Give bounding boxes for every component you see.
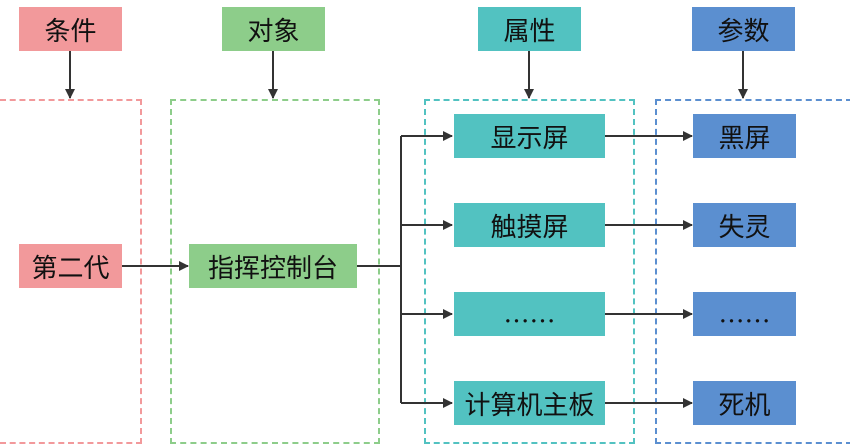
condition-header: 条件 — [19, 7, 122, 51]
attribute-node-4: 计算机主板 — [454, 381, 605, 425]
parameter-node-2: 失灵 — [693, 203, 796, 247]
attribute-node-3: …… — [454, 292, 605, 336]
attribute-node-2: 触摸屏 — [454, 203, 605, 247]
parameter-node-4: 死机 — [693, 381, 796, 425]
parameter-header: 参数 — [692, 7, 795, 51]
object-header: 对象 — [222, 7, 325, 51]
parameter-node-3: …… — [693, 292, 796, 336]
attribute-header: 属性 — [478, 7, 581, 51]
parameter-node-1: 黑屏 — [693, 114, 796, 158]
attribute-node-1: 显示屏 — [454, 114, 605, 158]
condition-node: 第二代 — [19, 244, 122, 288]
object-node: 指挥控制台 — [189, 244, 357, 288]
